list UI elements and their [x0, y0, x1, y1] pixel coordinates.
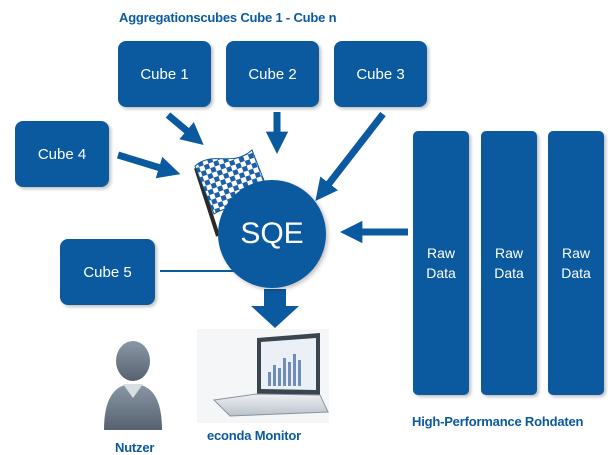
cube-2-label: Cube 2: [248, 65, 297, 83]
raw-data-column-3: Raw Data: [548, 131, 604, 395]
arrow-sqe-to-monitor: [251, 306, 299, 328]
user-silhouette-icon: [104, 341, 162, 430]
raw-data-caption: High-Performance Rohdaten: [412, 414, 584, 429]
laptop-icon: [197, 329, 329, 423]
raw-data-label-3-line2: Data: [561, 265, 591, 281]
arrow-cube1-to-sqe: [165, 112, 204, 146]
user-label: Nutzer: [115, 440, 155, 455]
cube-3-box: Cube 3: [334, 41, 427, 107]
cube-1-label: Cube 1: [140, 65, 189, 83]
raw-data-label-3-line1: Raw: [561, 245, 590, 261]
diagram-heading: Aggregationscubes Cube 1 - Cube n: [119, 10, 337, 25]
arrow-cube4-to-sqe: [116, 151, 181, 179]
cube-2-box: Cube 2: [226, 41, 319, 107]
raw-data-label-2-line1: Raw: [494, 245, 523, 261]
raw-data-label-1-line2: Data: [426, 265, 456, 281]
raw-data-column-2: Raw Data: [481, 131, 537, 395]
sqe-label: SQE: [240, 217, 304, 250]
monitor-label: econda Monitor: [207, 428, 301, 443]
raw-data-label-2-line2: Data: [494, 265, 524, 281]
cube-5-box: Cube 5: [60, 239, 155, 305]
arrow-cube3-to-sqe: [315, 111, 386, 202]
cube-4-label: Cube 4: [37, 145, 87, 163]
cube-1-box: Cube 1: [118, 41, 211, 107]
raw-data-label-1-line1: Raw: [426, 245, 455, 261]
cube-5-label: Cube 5: [83, 263, 132, 281]
sqe-engine-circle: SQE: [218, 180, 326, 288]
cube-3-label: Cube 3: [356, 65, 405, 83]
cube-4-box: Cube 4: [15, 121, 109, 187]
raw-data-column-1: Raw Data: [413, 131, 469, 395]
